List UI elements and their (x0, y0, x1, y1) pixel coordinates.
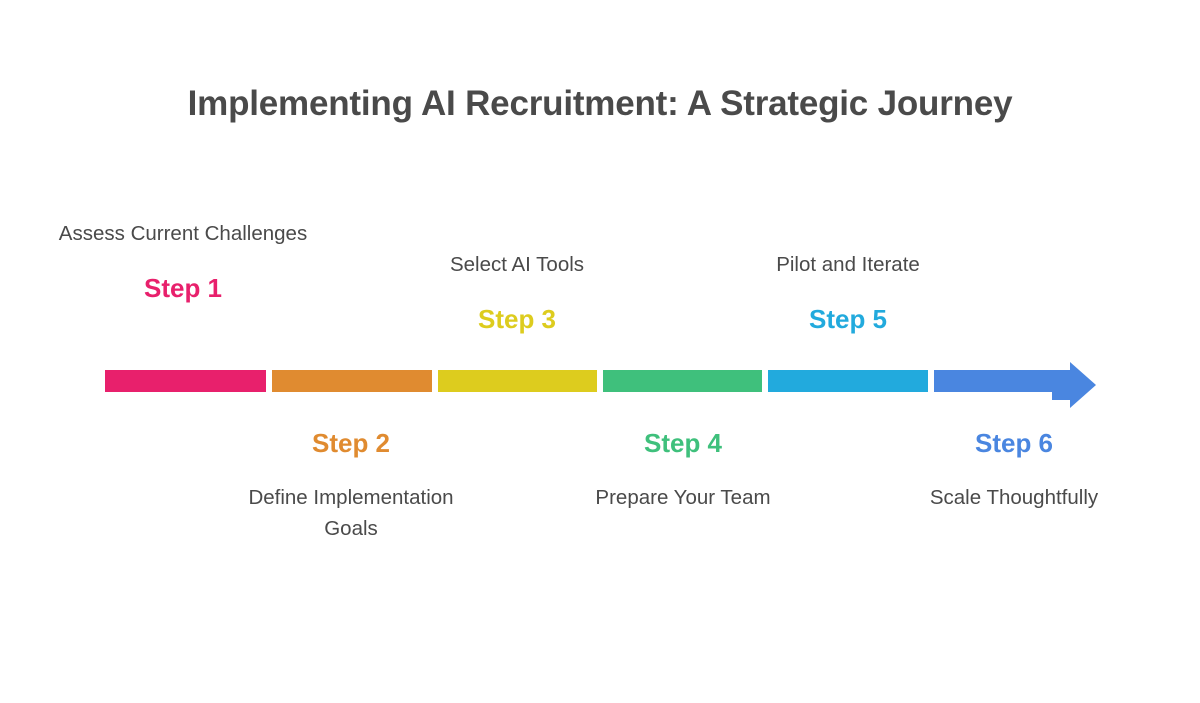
step-number-6: Step 6 (974, 428, 1054, 458)
step-description-3: Select AI Tools (449, 253, 585, 276)
step-description-1: Assess Current Challenges (58, 222, 308, 245)
timeline-segment-4 (603, 370, 762, 392)
timeline-segment-1 (105, 370, 266, 392)
step-group-3: Select AI Tools Step 3 (387, 249, 647, 336)
timeline-segment-6 (934, 370, 1058, 392)
step-description-6: Scale Thoughtfully (929, 486, 1099, 509)
step-group-1: Assess Current Challenges Step 1 (53, 218, 313, 305)
step-group-4: Step 4 Prepare Your Team (553, 426, 813, 513)
timeline-bar (105, 362, 1096, 408)
step-group-2: Step 2 Define Implementation Goals (221, 426, 481, 544)
timeline-segment-3 (438, 370, 597, 392)
arrow-head-icon (1052, 362, 1096, 408)
step-group-6: Step 6 Scale Thoughtfully (884, 426, 1144, 513)
step-number-4: Step 4 (643, 428, 723, 458)
step-description-4: Prepare Your Team (595, 486, 771, 509)
step-description-2: Define Implementation Goals (248, 486, 454, 540)
step-number-5: Step 5 (808, 304, 888, 334)
timeline-segment-5 (768, 370, 928, 392)
step-number-3: Step 3 (477, 304, 557, 334)
step-group-5: Pilot and Iterate Step 5 (718, 249, 978, 336)
step-description-5: Pilot and Iterate (776, 253, 920, 276)
step-number-1: Step 1 (143, 273, 223, 303)
step-number-2: Step 2 (311, 428, 391, 458)
timeline-segment-2 (272, 370, 432, 392)
page-title: Implementing AI Recruitment: A Strategic… (187, 84, 1013, 123)
